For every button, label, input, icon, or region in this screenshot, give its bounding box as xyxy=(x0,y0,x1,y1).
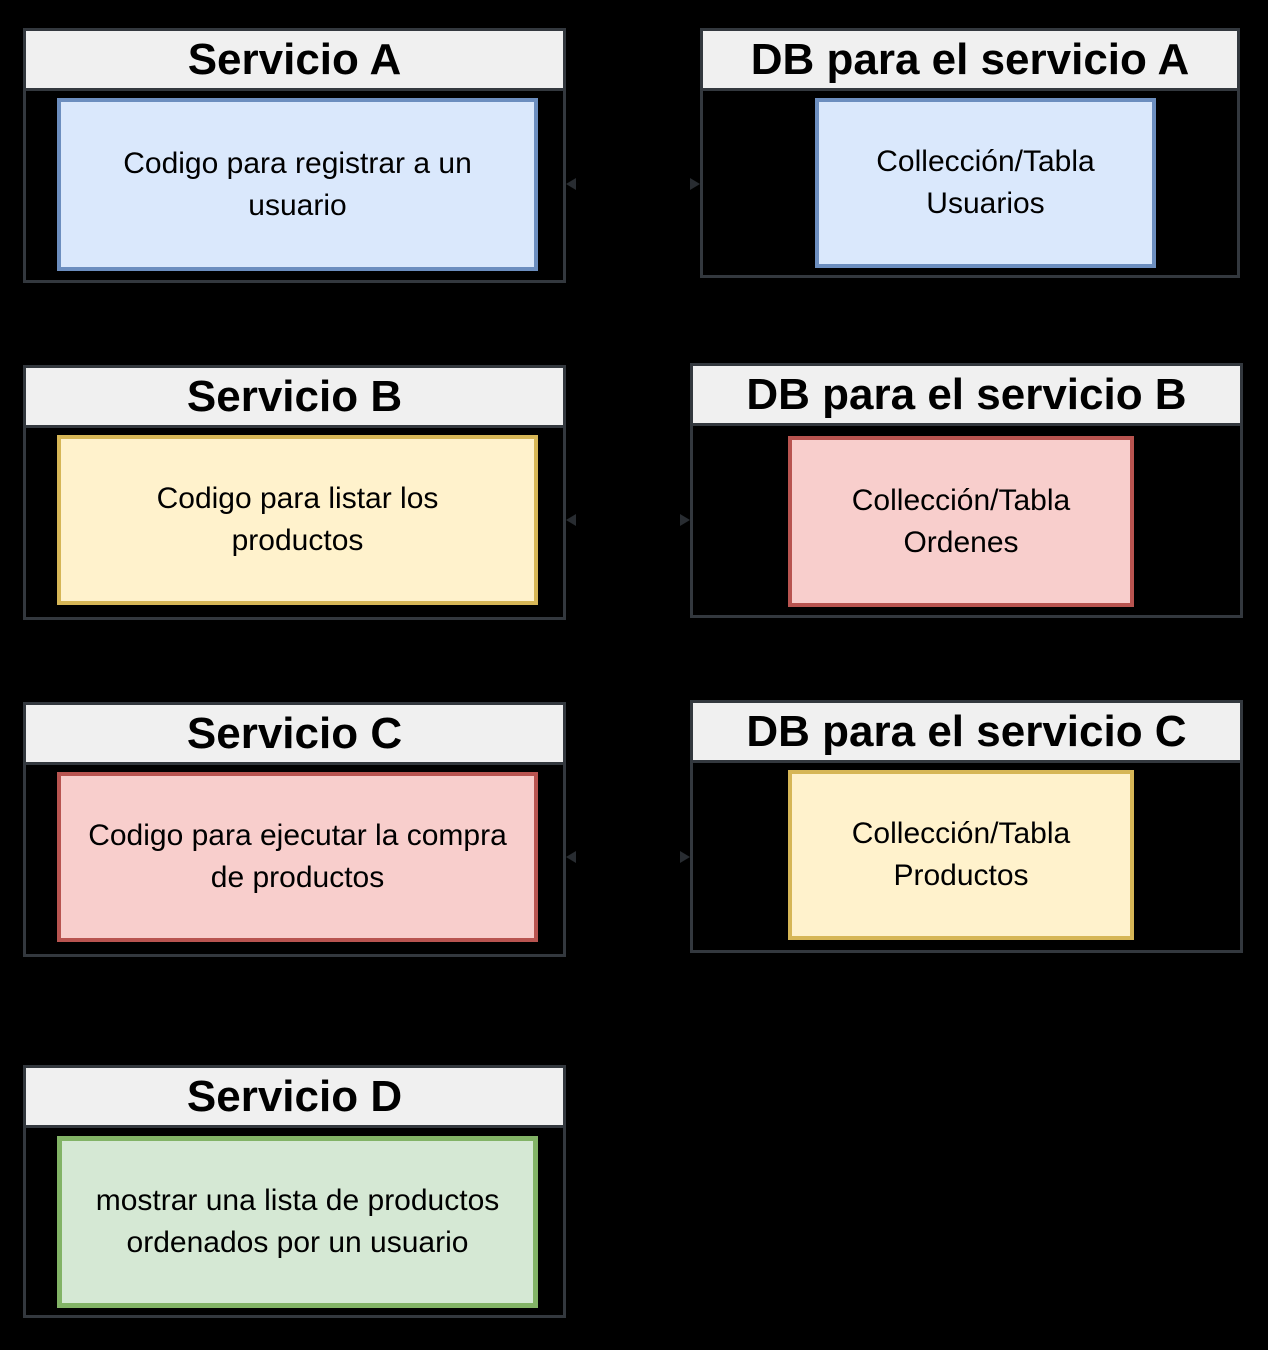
node-servicio-a: Servicio A Codigo para registrar a un us… xyxy=(23,28,566,283)
connector-servicio-a-db-a xyxy=(566,178,700,190)
arrowhead-left-icon xyxy=(566,851,576,863)
node-text-line: Codigo para ejecutar la compra xyxy=(88,819,507,852)
node-db-servicio-b: DB para el servicio B Collección/Tabla O… xyxy=(690,363,1243,618)
node-db-servicio-c-title: DB para el servicio C xyxy=(693,703,1240,763)
node-text: Collección/Tabla Ordenes xyxy=(852,480,1070,564)
node-text-line: Collección/Tabla xyxy=(851,817,1071,850)
node-servicio-c-title: Servicio C xyxy=(26,705,563,765)
node-text-line: Productos xyxy=(893,859,1029,892)
node-db-servicio-b-title: DB para el servicio B xyxy=(693,366,1240,426)
node-text-line: usuario xyxy=(248,188,347,222)
node-servicio-d-title: Servicio D xyxy=(26,1068,563,1128)
node-servicio-a-title: Servicio A xyxy=(26,31,563,91)
node-text: Codigo para ejecutar la compra de produc… xyxy=(88,815,507,899)
node-text-line: Codigo para listar los xyxy=(156,482,439,515)
node-servicio-c: Servicio C Codigo para ejecutar la compr… xyxy=(23,702,566,957)
arrowhead-left-icon xyxy=(566,514,576,526)
node-text-line: Codigo para registrar a un xyxy=(123,146,472,180)
node-text-line: de productos xyxy=(210,861,385,894)
node-db-servicio-c-body: Collección/Tabla Productos xyxy=(788,770,1134,940)
node-servicio-c-body: Codigo para ejecutar la compra de produc… xyxy=(57,772,538,942)
node-text-line: productos xyxy=(231,524,364,557)
node-text-line: Usuarios xyxy=(926,187,1045,220)
connector-servicio-c-db-c xyxy=(566,851,690,863)
node-db-servicio-b-body: Collección/Tabla Ordenes xyxy=(788,436,1134,607)
node-servicio-a-body: Codigo para registrar a un usuario xyxy=(57,98,538,271)
node-servicio-b: Servicio B Codigo para listar los produc… xyxy=(23,365,566,620)
node-text-line: ordenados por un usuario xyxy=(126,1226,469,1259)
node-db-servicio-a-title: DB para el servicio A xyxy=(703,31,1237,91)
node-db-servicio-c: DB para el servicio C Collección/Tabla P… xyxy=(690,700,1243,953)
node-text: Codigo para registrar a un usuario xyxy=(123,143,472,227)
connector-line xyxy=(576,183,690,185)
node-text: Collección/Tabla Productos xyxy=(852,813,1070,897)
connector-line xyxy=(576,856,680,858)
connector-servicio-b-db-b xyxy=(566,514,690,526)
node-text-line: Collección/Tabla xyxy=(876,145,1095,178)
node-db-servicio-a-body: Collección/Tabla Usuarios xyxy=(815,98,1156,268)
arrowhead-right-icon xyxy=(690,178,700,190)
connector-line xyxy=(576,519,680,521)
node-servicio-d: Servicio D mostrar una lista de producto… xyxy=(23,1065,566,1318)
node-text-line: Ordenes xyxy=(903,525,1019,559)
node-text-line: Collección/Tabla xyxy=(851,483,1071,517)
arrowhead-right-icon xyxy=(680,514,690,526)
node-db-servicio-a: DB para el servicio A Collección/Tabla U… xyxy=(700,28,1240,278)
node-text: Codigo para listar los productos xyxy=(157,478,439,562)
node-text: Collección/Tabla Usuarios xyxy=(876,141,1094,225)
node-text: mostrar una lista de productos ordenados… xyxy=(96,1180,500,1264)
node-text-line: mostrar una lista de productos xyxy=(95,1184,500,1217)
arrowhead-right-icon xyxy=(680,851,690,863)
node-servicio-d-body: mostrar una lista de productos ordenados… xyxy=(57,1136,538,1308)
node-servicio-b-body: Codigo para listar los productos xyxy=(57,435,538,605)
node-servicio-b-title: Servicio B xyxy=(26,368,563,428)
arrowhead-left-icon xyxy=(566,178,576,190)
